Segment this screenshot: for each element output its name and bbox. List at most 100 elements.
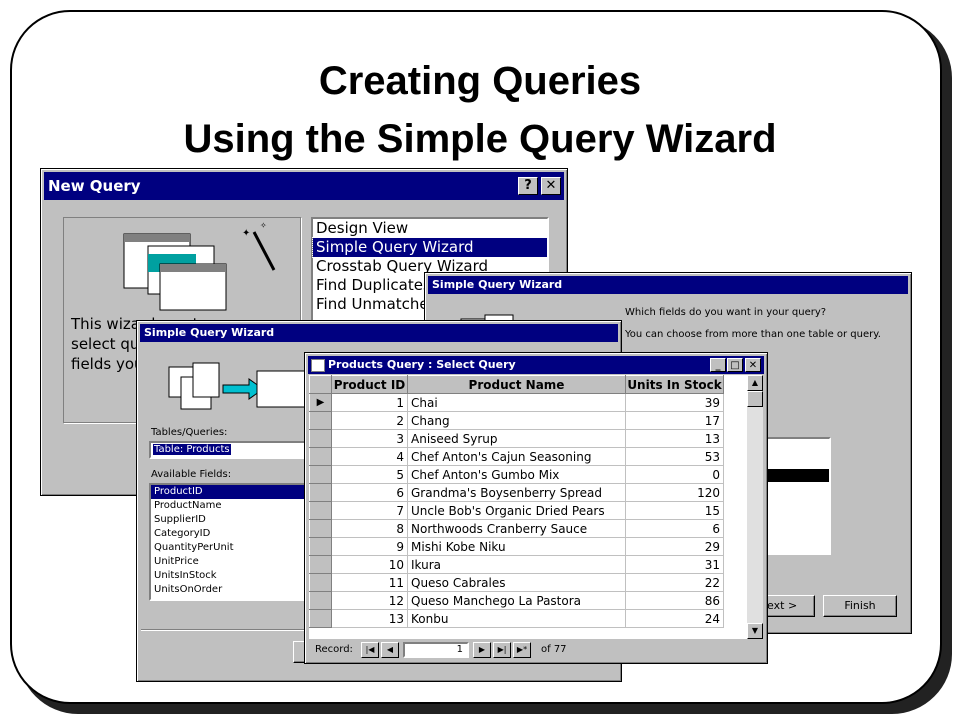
available-field-item[interactable]: UnitsInStock	[154, 570, 217, 581]
cell-units-in-stock[interactable]: 120	[625, 483, 724, 502]
cell-product-id[interactable]: 6	[331, 483, 408, 502]
minimize-button[interactable]: _	[710, 358, 726, 372]
cell-product-name[interactable]: Uncle Bob's Organic Dried Pears	[407, 501, 626, 520]
cell-product-id[interactable]: 7	[331, 501, 408, 520]
row-selector[interactable]	[309, 591, 332, 610]
new-query-option[interactable]: Crosstab Query Wizard	[316, 257, 488, 275]
corner-selector[interactable]	[309, 375, 332, 394]
scroll-down-icon[interactable]: ▼	[747, 623, 763, 639]
cell-units-in-stock[interactable]: 24	[625, 609, 724, 628]
maximize-button[interactable]: □	[727, 358, 743, 372]
cell-units-in-stock[interactable]: 39	[625, 393, 724, 412]
cell-product-id[interactable]: 13	[331, 609, 408, 628]
help-button[interactable]: ?	[518, 177, 538, 195]
row-selector[interactable]	[309, 573, 332, 592]
column-header[interactable]: Units In Stock	[625, 375, 724, 394]
row-selector[interactable]	[309, 447, 332, 466]
scroll-up-icon[interactable]: ▲	[747, 375, 763, 391]
cell-product-name[interactable]: Queso Manchego La Pastora	[407, 591, 626, 610]
row-selector[interactable]	[309, 537, 332, 556]
tables-queries-select[interactable]: Table: Products	[149, 441, 309, 459]
cell-product-name[interactable]: Queso Cabrales	[407, 573, 626, 592]
last-record-icon[interactable]: ▶|	[493, 642, 511, 658]
cell-product-name[interactable]: Konbu	[407, 609, 626, 628]
record-navigator: Record: |◀ ◀ 1 ▶ ▶| ▶* of 77	[309, 641, 763, 659]
cell-units-in-stock[interactable]: 29	[625, 537, 724, 556]
cell-product-id[interactable]: 12	[331, 591, 408, 610]
available-field-item[interactable]: UnitPrice	[154, 556, 199, 567]
cell-product-id[interactable]: 3	[331, 429, 408, 448]
cell-product-id[interactable]: 11	[331, 573, 408, 592]
row-selector[interactable]	[309, 555, 332, 574]
close-button[interactable]: ✕	[745, 358, 761, 372]
cell-units-in-stock[interactable]: 6	[625, 519, 724, 538]
cell-units-in-stock[interactable]: 22	[625, 573, 724, 592]
cell-product-name[interactable]: Chef Anton's Gumbo Mix	[407, 465, 626, 484]
column-header[interactable]: Product Name	[407, 375, 626, 394]
close-button[interactable]: ✕	[541, 177, 561, 195]
cell-product-name[interactable]: Ikura	[407, 555, 626, 574]
record-number-field[interactable]: 1	[403, 642, 469, 658]
cell-product-name[interactable]: Chai	[407, 393, 626, 412]
column-header[interactable]: Product ID	[331, 375, 408, 394]
cell-product-name[interactable]: Grandma's Boysenberry Spread	[407, 483, 626, 502]
row-selector[interactable]	[309, 483, 332, 502]
cell-product-name[interactable]: Chef Anton's Cajun Seasoning	[407, 447, 626, 466]
cell-units-in-stock[interactable]: 13	[625, 429, 724, 448]
cell-product-id[interactable]: 5	[331, 465, 408, 484]
new-record-icon[interactable]: ▶*	[513, 642, 531, 658]
new-query-option[interactable]: Simple Query Wizard	[312, 237, 548, 258]
row-selector[interactable]	[309, 501, 332, 520]
vertical-scrollbar[interactable]: ▲ ▼	[747, 375, 763, 639]
available-field-item[interactable]: QuantityPerUnit	[154, 542, 234, 553]
cell-product-name[interactable]: Northwoods Cranberry Sauce	[407, 519, 626, 538]
cell-units-in-stock[interactable]: 31	[625, 555, 724, 574]
cell-product-name[interactable]: Mishi Kobe Niku	[407, 537, 626, 556]
cell-units-in-stock[interactable]: 0	[625, 465, 724, 484]
cell-units-in-stock[interactable]: 53	[625, 447, 724, 466]
cell-units-in-stock[interactable]: 17	[625, 411, 724, 430]
cell-product-id[interactable]: 9	[331, 537, 408, 556]
scroll-thumb[interactable]	[747, 391, 763, 407]
available-field-item[interactable]: CategoryID	[154, 528, 211, 539]
finish-button[interactable]: Finish	[823, 595, 897, 617]
cell-product-id[interactable]: 1	[331, 393, 408, 412]
cell-product-id[interactable]: 4	[331, 447, 408, 466]
cell-units-in-stock[interactable]: 86	[625, 591, 724, 610]
row-selector[interactable]	[309, 411, 332, 430]
cell-units-in-stock[interactable]: 15	[625, 501, 724, 520]
available-field-item[interactable]: UnitsOnOrder	[154, 584, 223, 595]
current-record-icon[interactable]: ▶	[309, 393, 332, 412]
cell-product-id[interactable]: 2	[331, 411, 408, 430]
available-field-item[interactable]: ProductID	[151, 485, 307, 499]
new-query-option[interactable]: Design View	[316, 219, 409, 237]
cell-product-name[interactable]: Aniseed Syrup	[407, 429, 626, 448]
cell-product-name[interactable]: Chang	[407, 411, 626, 430]
next-record-icon[interactable]: ▶	[473, 642, 491, 658]
first-record-icon[interactable]: |◀	[361, 642, 379, 658]
row-selector[interactable]	[309, 429, 332, 448]
prev-record-icon[interactable]: ◀	[381, 642, 399, 658]
row-selector[interactable]	[309, 465, 332, 484]
row-selector[interactable]	[309, 609, 332, 628]
datasheet-window-icon	[311, 359, 325, 372]
available-field-item[interactable]: ProductName	[154, 500, 222, 511]
available-field-item[interactable]: SupplierID	[154, 514, 206, 525]
cell-product-id[interactable]: 8	[331, 519, 408, 538]
row-selector[interactable]	[309, 519, 332, 538]
cell-product-id[interactable]: 10	[331, 555, 408, 574]
